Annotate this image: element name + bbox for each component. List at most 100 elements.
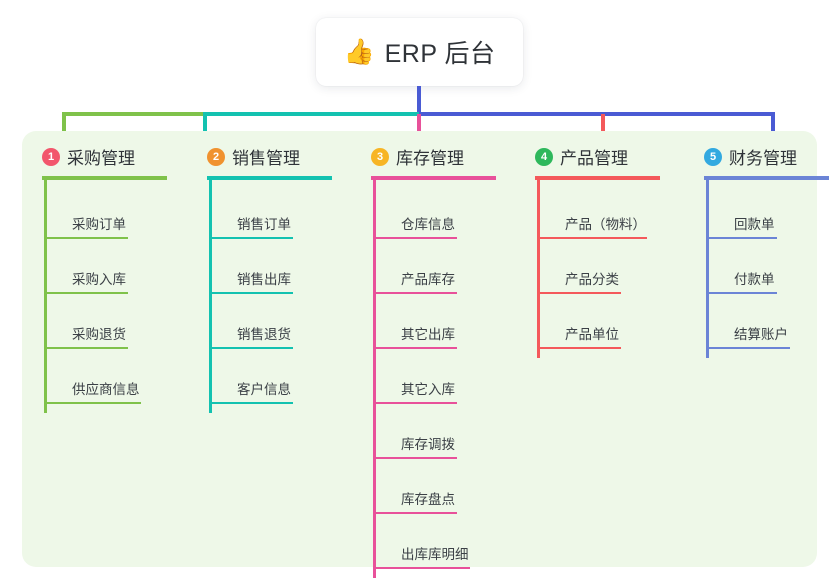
leaf-underline [537, 347, 621, 349]
leaf-node-label: 产品（物料） [565, 217, 646, 232]
branch-header-库存管理[interactable]: 3 库存管理 [371, 144, 464, 169]
leaf-node-产品（物料）[interactable]: 产品（物料） [537, 209, 653, 239]
branch-spine-connector [537, 176, 540, 358]
branch-underline [535, 176, 660, 180]
branch-underline [371, 176, 496, 180]
leaf-node-label: 客户信息 [237, 382, 291, 397]
leaf-node-label: 付款单 [734, 272, 775, 287]
leaf-node-回款单[interactable]: 回款单 [706, 209, 783, 239]
leaf-underline [706, 237, 777, 239]
leaf-node-label: 回款单 [734, 217, 775, 232]
leaf-node-label: 采购订单 [72, 217, 126, 232]
leaf-underline [373, 292, 457, 294]
leaf-node-库存调拨[interactable]: 库存调拨 [373, 429, 463, 459]
branch-title-label: 销售管理 [232, 149, 300, 168]
branch-title-label: 产品管理 [560, 149, 628, 168]
branch-header-财务管理[interactable]: 5 财务管理 [704, 144, 797, 169]
root-stem-connector [417, 86, 421, 114]
branch-header-采购管理[interactable]: 1 采购管理 [42, 144, 135, 169]
leaf-node-其它出库[interactable]: 其它出库 [373, 319, 463, 349]
leaf-node-label: 库存调拨 [401, 437, 455, 452]
leaf-node-label: 产品库存 [401, 272, 455, 287]
connector-drop-5 [771, 114, 775, 144]
branch-spine-connector [209, 176, 212, 413]
leaf-node-供应商信息[interactable]: 供应商信息 [44, 374, 147, 404]
branch-underline [704, 176, 829, 180]
leaf-node-label: 销售出库 [237, 272, 291, 287]
leaf-node-label: 销售退货 [237, 327, 291, 342]
leaf-node-产品分类[interactable]: 产品分类 [537, 264, 627, 294]
branch-number-badge: 5 [704, 147, 722, 166]
branch-title-label: 采购管理 [67, 149, 135, 168]
branch-title-label: 财务管理 [729, 149, 797, 168]
leaf-underline [373, 237, 457, 239]
branch-spine-connector [44, 176, 47, 413]
branch-number-badge: 1 [42, 147, 60, 166]
leaf-underline [209, 237, 293, 239]
branch-spine-connector [706, 176, 709, 358]
leaf-underline [209, 402, 293, 404]
leaf-node-label: 其它入库 [401, 382, 455, 397]
leaf-node-label: 其它出库 [401, 327, 455, 342]
leaf-underline [537, 292, 621, 294]
leaf-underline [373, 567, 470, 569]
branch-header-产品管理[interactable]: 4 产品管理 [535, 144, 628, 169]
leaf-underline [44, 402, 141, 404]
leaf-node-采购入库[interactable]: 采购入库 [44, 264, 134, 294]
connector-drop-4 [601, 114, 605, 144]
leaf-node-付款单[interactable]: 付款单 [706, 264, 783, 294]
leaf-underline [373, 402, 457, 404]
leaf-node-产品单位[interactable]: 产品单位 [537, 319, 627, 349]
leaf-node-仓库信息[interactable]: 仓库信息 [373, 209, 463, 239]
leaf-node-label: 供应商信息 [72, 382, 140, 397]
leaf-node-label: 结算账户 [734, 327, 788, 342]
leaf-underline [209, 292, 293, 294]
branch-spine-connector [373, 176, 376, 578]
leaf-node-采购订单[interactable]: 采购订单 [44, 209, 134, 239]
connector-drop-1 [62, 114, 66, 144]
leaf-node-label: 产品分类 [565, 272, 619, 287]
diagram-panel: 1 采购管理采购订单采购入库采购退货供应商信息 2 销售管理销售订单销售出库销售退货客… [22, 131, 829, 578]
leaf-node-label: 仓库信息 [401, 217, 455, 232]
leaf-node-结算账户[interactable]: 结算账户 [706, 319, 796, 349]
connector-bar-segment-3 [419, 112, 775, 116]
leaf-node-销售出库[interactable]: 销售出库 [209, 264, 299, 294]
connector-drop-2 [203, 114, 207, 144]
root-node-title: ERP 后台 [384, 40, 496, 68]
leaf-node-label: 采购退货 [72, 327, 126, 342]
leaf-node-label: 销售订单 [237, 217, 291, 232]
leaf-node-采购退货[interactable]: 采购退货 [44, 319, 134, 349]
leaf-underline [44, 292, 128, 294]
leaf-node-出库库明细[interactable]: 出库库明细 [373, 539, 476, 569]
leaf-node-label: 采购入库 [72, 272, 126, 287]
leaf-node-产品库存[interactable]: 产品库存 [373, 264, 463, 294]
leaf-node-库存盘点[interactable]: 库存盘点 [373, 484, 463, 514]
leaf-underline [537, 237, 647, 239]
leaf-underline [706, 347, 790, 349]
branch-underline [207, 176, 332, 180]
branch-number-badge: 3 [371, 147, 389, 166]
branch-underline [42, 176, 167, 180]
root-node-card[interactable]: 👍 ERP 后台 [316, 18, 523, 86]
leaf-underline [209, 347, 293, 349]
connector-bar-segment-1 [62, 112, 203, 116]
thumbs-up-icon: 👍 [343, 37, 375, 66]
leaf-node-销售订单[interactable]: 销售订单 [209, 209, 299, 239]
leaf-node-label: 出库库明细 [401, 547, 469, 562]
leaf-underline [44, 237, 128, 239]
connector-drop-3 [417, 114, 421, 144]
leaf-node-销售退货[interactable]: 销售退货 [209, 319, 299, 349]
connector-bar-segment-2 [203, 112, 419, 116]
branch-title-label: 库存管理 [396, 149, 464, 168]
leaf-node-客户信息[interactable]: 客户信息 [209, 374, 299, 404]
branch-number-badge: 4 [535, 147, 553, 166]
leaf-node-label: 产品单位 [565, 327, 619, 342]
leaf-underline [706, 292, 777, 294]
branch-header-销售管理[interactable]: 2 销售管理 [207, 144, 300, 169]
leaf-underline [373, 512, 457, 514]
leaf-node-label: 库存盘点 [401, 492, 455, 507]
leaf-underline [44, 347, 128, 349]
leaf-node-其它入库[interactable]: 其它入库 [373, 374, 463, 404]
branch-number-badge: 2 [207, 147, 225, 166]
leaf-underline [373, 457, 457, 459]
